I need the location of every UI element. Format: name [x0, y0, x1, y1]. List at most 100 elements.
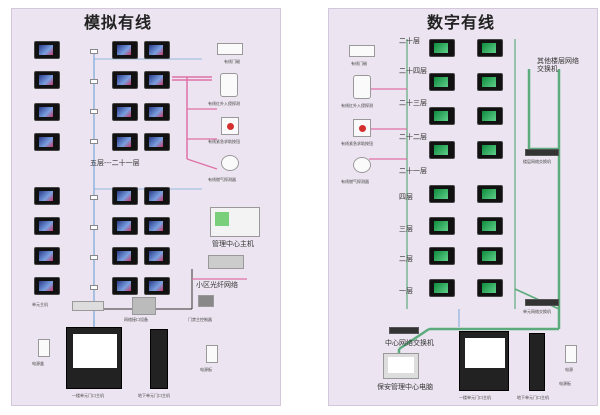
- small-label: 单元网络交换机: [523, 309, 551, 314]
- floor-network-switch: [525, 149, 559, 156]
- emergency-button: [221, 117, 239, 135]
- management-host-label: 管理中心主机: [212, 240, 254, 248]
- center-switch-label: 中心网络交换机: [385, 339, 434, 347]
- emergency-button: [353, 119, 371, 137]
- analog-panel: 模拟有线 五层---二十一层: [11, 8, 281, 406]
- infrared-sensor: [353, 75, 371, 99]
- door-station-label: 一楼单元门口主机: [459, 395, 491, 400]
- management-host: [210, 207, 260, 237]
- sensor-label: 有线红外入侵探测: [341, 103, 373, 108]
- sensor-label: 有线门磁: [224, 59, 240, 64]
- sensor-label: 有线燃气探测器: [208, 177, 236, 182]
- floor-label: 二十二层: [399, 133, 427, 141]
- sensor-label: 有线红外入侵探测: [208, 101, 240, 106]
- digital-monitor: [477, 39, 503, 57]
- indoor-monitor: [112, 133, 138, 151]
- indoor-monitor: [112, 217, 138, 235]
- indoor-monitor: [34, 247, 60, 265]
- indoor-monitor: [112, 41, 138, 59]
- indoor-monitor: [112, 103, 138, 121]
- optical-terminal: [198, 295, 214, 307]
- building-switch-label: 其他楼层网络交换机: [537, 57, 579, 73]
- sensor-label: 有线燃气探测器: [341, 179, 369, 184]
- door-station-panel: [66, 327, 122, 389]
- power-box: [38, 339, 50, 357]
- digital-monitor: [429, 107, 455, 125]
- digital-monitor: [429, 39, 455, 57]
- power-board: [206, 345, 218, 363]
- small-label: 电源板: [200, 367, 212, 372]
- small-label: 电源板: [559, 381, 571, 386]
- digital-monitor: [477, 247, 503, 265]
- floor-label: 二十一层: [399, 167, 427, 175]
- floor-label: 二十四层: [399, 67, 427, 75]
- gas-detector: [353, 157, 371, 173]
- indoor-monitor: [144, 133, 170, 151]
- indoor-monitor: [144, 103, 170, 121]
- digital-wiring: [369, 39, 561, 379]
- floor-distributor: [90, 109, 98, 114]
- digital-monitor: [429, 185, 455, 203]
- digital-monitor: [477, 107, 503, 125]
- digital-monitor: [429, 73, 455, 91]
- door-station-display: [73, 334, 117, 368]
- indoor-monitor: [144, 71, 170, 89]
- indoor-monitor: [34, 217, 60, 235]
- indoor-monitor: [112, 71, 138, 89]
- floor-distributor: [90, 225, 98, 230]
- digital-monitor: [429, 141, 455, 159]
- small-label: 单元主机: [32, 302, 48, 307]
- floor-distributor: [90, 285, 98, 290]
- door-station-label: 一楼单元门口主机: [72, 393, 104, 398]
- panel-title: 数字有线: [427, 13, 496, 32]
- door-station-panel: [459, 331, 509, 391]
- indoor-monitor: [144, 247, 170, 265]
- floor-label: 四层: [399, 193, 413, 201]
- floor-distributor: [90, 49, 98, 54]
- door-station-display: [465, 338, 505, 368]
- visitor-station-label: 地下单元门口主机: [138, 393, 170, 398]
- indoor-monitor: [144, 41, 170, 59]
- digital-monitor: [477, 141, 503, 159]
- indoor-monitor: [34, 71, 60, 89]
- alarm-icon: [227, 123, 234, 130]
- unit-controller: [72, 301, 104, 311]
- door-magnet-sensor: [349, 45, 375, 57]
- floor-distributor: [90, 195, 98, 200]
- sensor-label: 有线紧急求助按钮: [341, 141, 373, 146]
- indoor-monitor: [112, 277, 138, 295]
- digital-monitor: [477, 185, 503, 203]
- floor-label: 三层: [399, 225, 413, 233]
- sensor-label: 有线紧急求助按钮: [208, 139, 240, 144]
- power-unit: [565, 345, 577, 363]
- panel-title: 模拟有线: [84, 13, 153, 32]
- floor-distributor: [90, 139, 98, 144]
- gas-detector: [221, 155, 239, 171]
- floor-distributor: [90, 79, 98, 84]
- indoor-monitor: [144, 187, 170, 205]
- network-label: 小区光纤网络: [196, 281, 238, 289]
- power-supply: [132, 297, 156, 315]
- digital-monitor: [429, 217, 455, 235]
- alarm-icon: [359, 125, 366, 132]
- small-label: 网络接口设备: [124, 317, 148, 322]
- indoor-monitor: [144, 277, 170, 295]
- small-label: 门禁主控制器: [188, 317, 212, 322]
- indoor-monitor: [34, 187, 60, 205]
- host-screen-icon: [215, 212, 229, 226]
- digital-monitor: [429, 279, 455, 297]
- visitor-station-panel: [529, 333, 545, 391]
- digital-panel: 数字有线 二十层 二十四层 二十三层 二十二层 二十一层 四层 三层 二层 一层…: [328, 8, 598, 406]
- digital-monitor: [477, 73, 503, 91]
- floor-label: 一层: [399, 287, 413, 295]
- infrared-sensor: [220, 73, 238, 97]
- sensor-label: 有线门磁: [351, 61, 367, 66]
- unit-network-switch: [525, 299, 559, 306]
- indoor-monitor: [112, 247, 138, 265]
- visitor-station-panel: [150, 329, 168, 389]
- indoor-monitor: [112, 187, 138, 205]
- small-label: 电源盒: [32, 361, 44, 366]
- network-device: [208, 255, 244, 269]
- security-pc: [383, 353, 419, 379]
- indoor-monitor: [34, 41, 60, 59]
